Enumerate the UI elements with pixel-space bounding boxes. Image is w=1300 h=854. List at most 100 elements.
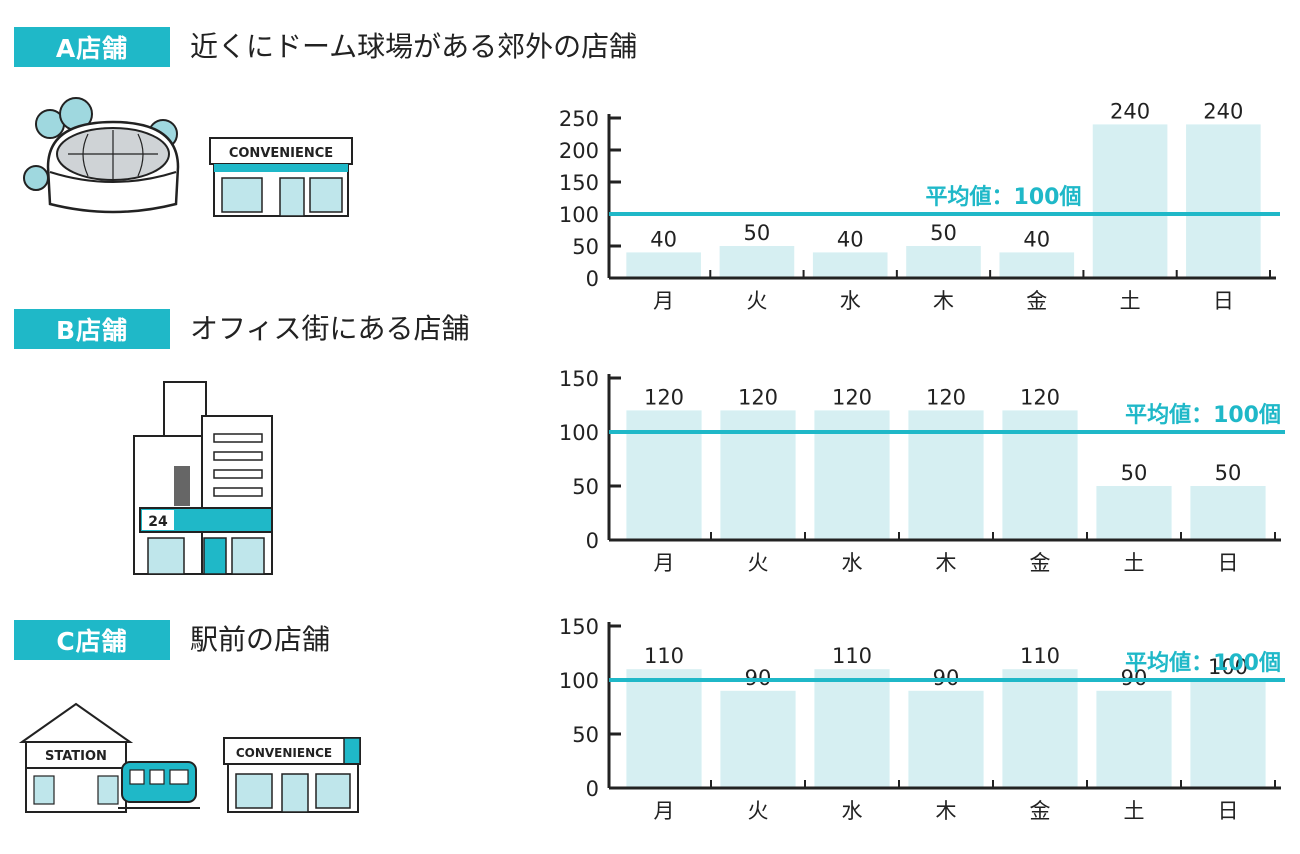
store-b-sales-chart: 120 月 120 火 120 水 120 木 120 金 50 土 50 日 0 50 100 150 平均値：1…	[559, 367, 1285, 575]
bar-value-label-6: 100	[1208, 655, 1248, 679]
bar-value-label-6: 240	[1203, 99, 1243, 123]
store-24-label: 24	[148, 514, 168, 530]
y-tick-label-4: 200	[559, 139, 599, 163]
y-tick-label-3: 150	[559, 615, 599, 639]
bar-4	[1002, 669, 1078, 788]
bar-value-label-3: 50	[930, 221, 957, 245]
bar-6	[1186, 124, 1261, 279]
average-line-label: 平均値：100個	[926, 184, 1082, 210]
category-label-4: 金	[1030, 551, 1051, 575]
convenience-store-icon: CONVENIENCE	[223, 737, 361, 813]
store-a-description: 近くにドーム球場がある郊外の店舗	[190, 30, 638, 63]
store-a-badge: A店舗	[14, 27, 170, 67]
y-tick-label-3: 150	[559, 171, 599, 195]
bar-value-label-1: 50	[744, 221, 771, 245]
y-tick-label-2: 100	[559, 203, 599, 227]
store-b-description: オフィス街にある店舗	[190, 312, 470, 345]
bar-1	[719, 246, 795, 278]
bar-value-label-6: 50	[1215, 461, 1242, 485]
average-line-label: 平均値：100個	[1125, 402, 1281, 428]
convenience-sign-label-c: CONVENIENCE	[236, 746, 332, 760]
category-label-4: 金	[1030, 799, 1051, 823]
category-label-6: 日	[1218, 799, 1239, 823]
bar-5	[1096, 486, 1172, 540]
convenience-store-icon: CONVENIENCE	[209, 137, 353, 217]
bar-value-label-5: 90	[1121, 666, 1148, 690]
y-tick-label-2: 100	[559, 669, 599, 693]
bar-6	[1190, 486, 1266, 540]
bar-value-label-0: 120	[644, 385, 684, 409]
category-label-4: 金	[1026, 289, 1047, 313]
bar-value-label-0: 110	[644, 644, 684, 668]
bar-3	[908, 410, 984, 540]
bar-2	[814, 410, 890, 540]
bar-value-label-4: 110	[1020, 644, 1060, 668]
y-tick-label-0: 0	[586, 777, 599, 801]
bar-5	[1096, 690, 1172, 788]
train-station-icon: STATION	[18, 702, 134, 813]
bar-value-label-4: 120	[1020, 385, 1060, 409]
bar-6	[1190, 680, 1266, 788]
bar-value-label-1: 90	[745, 666, 772, 690]
dome-stadium-icon	[46, 120, 180, 214]
station-and-store-illustration: STATION CONVENIENCE	[18, 702, 361, 813]
store-b-badge: B店舗	[14, 309, 170, 349]
category-label-0: 月	[654, 551, 675, 575]
store-c-badge: C店舗	[14, 620, 170, 660]
bar-value-label-3: 90	[933, 666, 960, 690]
bar-3	[906, 246, 981, 278]
category-label-1: 火	[746, 289, 767, 313]
bar-value-label-4: 40	[1023, 227, 1050, 251]
store-c-description: 駅前の店舗	[190, 623, 331, 656]
bar-5	[1092, 124, 1168, 279]
stadium-and-store-illustration: CONVENIENCE	[23, 97, 353, 217]
category-label-5: 土	[1120, 289, 1141, 313]
y-tick-label-1: 50	[572, 235, 599, 259]
store-c-sales-chart: 110 月 90 火 110 水 90 木 110 金 90 土 100 日 0 50 100 150 平均値：10…	[559, 615, 1285, 823]
category-label-3: 木	[936, 551, 957, 575]
category-label-2: 水	[842, 551, 863, 575]
bar-0	[626, 410, 702, 540]
train-icon	[118, 761, 200, 809]
category-label-6: 日	[1213, 289, 1234, 313]
category-label-2: 水	[842, 799, 863, 823]
category-label-3: 木	[936, 799, 957, 823]
y-tick-label-5: 250	[559, 107, 599, 131]
bar-3	[908, 690, 984, 788]
category-label-5: 土	[1124, 799, 1145, 823]
y-tick-label-3: 150	[559, 367, 599, 391]
category-label-2: 水	[840, 289, 861, 313]
office-building-illustration: 24	[133, 381, 273, 575]
category-label-1: 火	[748, 799, 769, 823]
bar-4	[999, 252, 1075, 278]
category-label-1: 火	[748, 551, 769, 575]
category-label-3: 木	[933, 289, 954, 313]
bar-0	[626, 669, 702, 788]
category-label-0: 月	[654, 799, 675, 823]
convenience-sign-label: CONVENIENCE	[229, 146, 333, 161]
bar-value-label-1: 120	[738, 385, 778, 409]
average-line-label: 平均値：100個	[1125, 650, 1281, 676]
bar-2	[812, 252, 888, 278]
category-label-5: 土	[1124, 551, 1145, 575]
y-tick-label-0: 0	[586, 267, 599, 291]
category-label-6: 日	[1218, 551, 1239, 575]
y-tick-label-0: 0	[586, 529, 599, 553]
bar-value-label-2: 110	[832, 644, 872, 668]
bar-value-label-5: 50	[1121, 461, 1148, 485]
bar-value-label-3: 120	[926, 385, 966, 409]
bar-2	[814, 669, 890, 788]
bar-value-label-5: 240	[1110, 99, 1150, 123]
bar-1	[720, 690, 796, 788]
bar-4	[1002, 410, 1078, 540]
store-a-sales-chart: 40月50火40水50木40金240土240日050100150200250平均…	[559, 99, 1280, 313]
bar-value-label-0: 40	[650, 227, 677, 251]
y-tick-label-1: 50	[572, 723, 599, 747]
y-tick-label-1: 50	[572, 475, 599, 499]
bar-value-label-2: 40	[837, 227, 864, 251]
y-tick-label-2: 100	[559, 421, 599, 445]
station-sign-label: STATION	[45, 749, 107, 764]
bar-value-label-2: 120	[832, 385, 872, 409]
bar-0	[626, 252, 701, 278]
bar-1	[720, 410, 796, 540]
